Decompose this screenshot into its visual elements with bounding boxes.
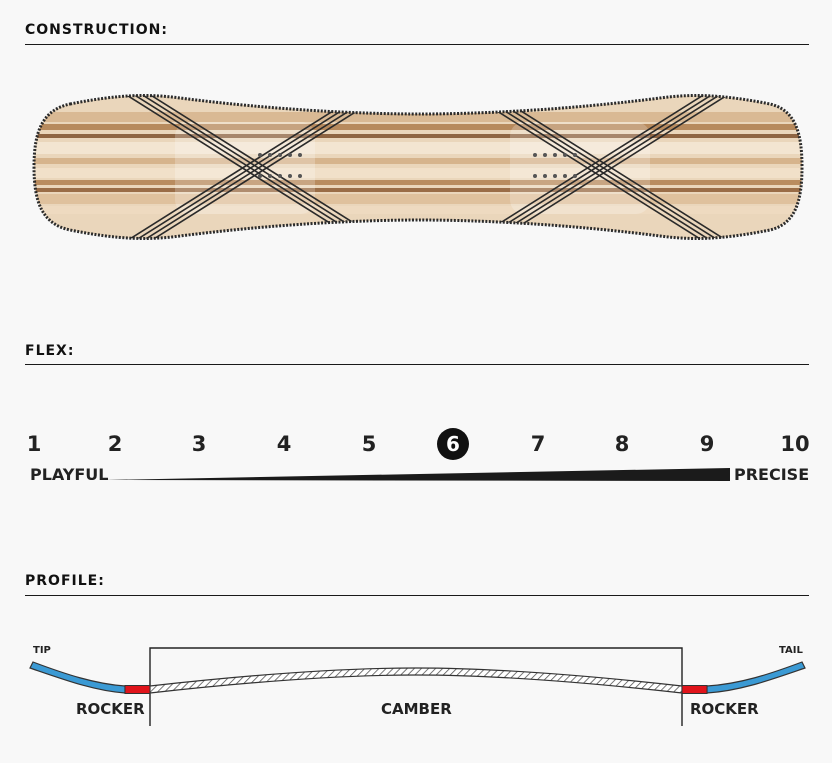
flex-value-5: 5 bbox=[361, 432, 377, 456]
camber-base bbox=[149, 667, 683, 694]
construction-divider bbox=[25, 44, 809, 45]
rocker-contact-right bbox=[681, 685, 708, 694]
profile-heading: PROFILE: bbox=[25, 573, 105, 589]
flex-value-4: 4 bbox=[276, 432, 292, 456]
construction-heading: CONSTRUCTION: bbox=[25, 22, 168, 38]
profile-divider bbox=[25, 595, 809, 596]
flex-value-2: 2 bbox=[107, 432, 123, 456]
flex-low-label: PLAYFUL bbox=[30, 465, 109, 484]
flex-value-10: 10 bbox=[780, 432, 810, 456]
snowboard-illustration bbox=[30, 92, 805, 242]
flex-value-6: 6 bbox=[437, 428, 469, 460]
flex-wedge-icon bbox=[105, 468, 730, 481]
flex-value-9: 9 bbox=[699, 432, 715, 456]
rocker-contact-left bbox=[124, 685, 151, 694]
rocker-tip-right bbox=[706, 661, 806, 694]
flex-value-7: 7 bbox=[530, 432, 546, 456]
snowboard-svg bbox=[32, 94, 804, 240]
rocker-tip-left bbox=[29, 661, 126, 694]
flex-heading: FLEX: bbox=[25, 343, 75, 359]
rocker-right-label: ROCKER bbox=[690, 700, 759, 718]
flex-value-3: 3 bbox=[191, 432, 207, 456]
rocker-left-label: ROCKER bbox=[76, 700, 145, 718]
flex-divider bbox=[25, 364, 809, 365]
flex-value-8: 8 bbox=[614, 432, 630, 456]
flex-value-1: 1 bbox=[26, 432, 42, 456]
flex-high-label: PRECISE bbox=[734, 465, 810, 484]
profile-diagram bbox=[29, 647, 806, 726]
camber-label: CAMBER bbox=[381, 700, 452, 718]
tail-label: TAIL bbox=[779, 645, 803, 656]
tip-label: TIP bbox=[33, 645, 51, 656]
